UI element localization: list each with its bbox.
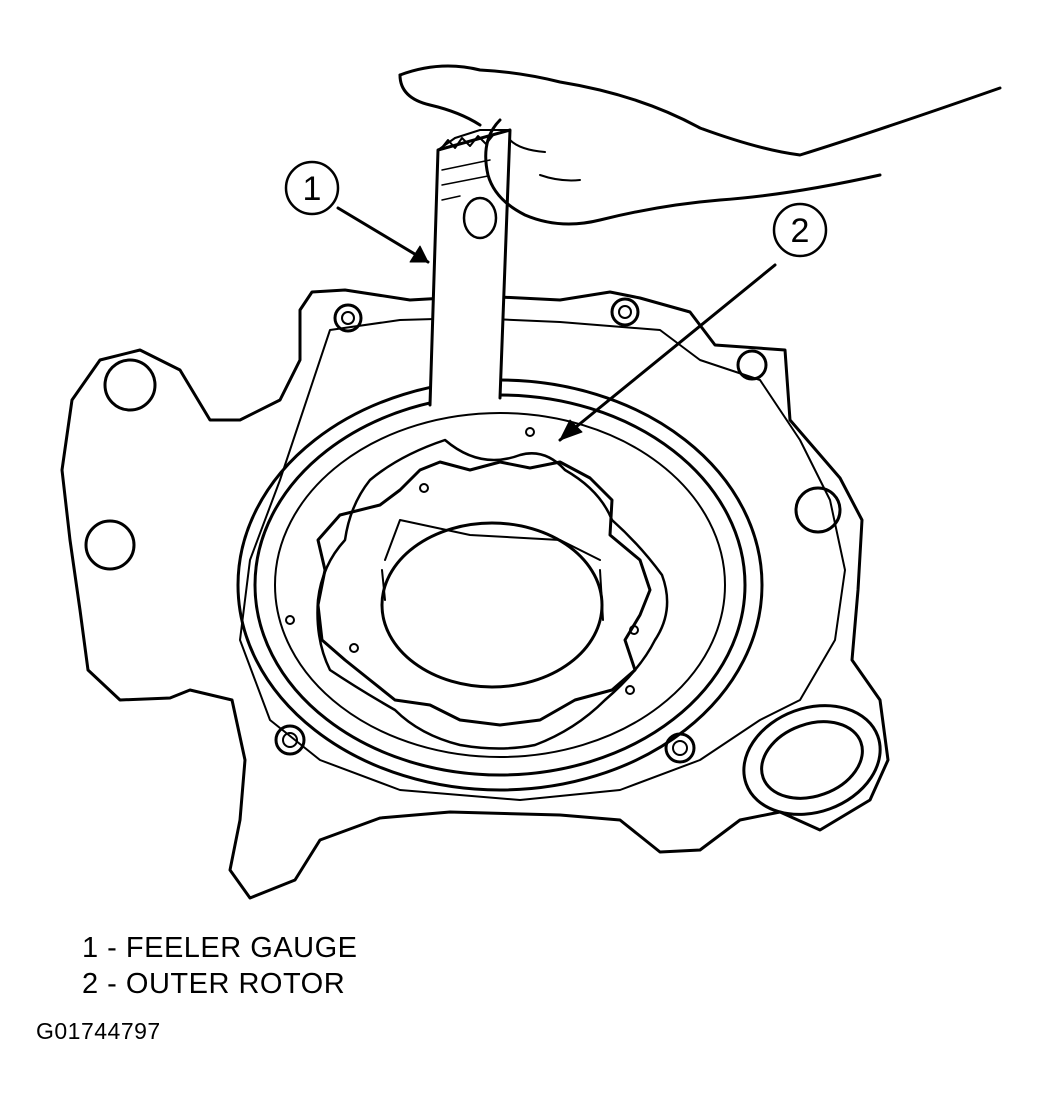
- callout-2-circle: [772, 202, 828, 258]
- housing-inner-rim: [239, 317, 846, 801]
- bolt-hole-top-right: [610, 297, 640, 327]
- outer-rotor: [316, 438, 669, 750]
- rotor-center-bore: [380, 521, 604, 689]
- callout-1-circle: [284, 160, 340, 216]
- outlet-tube: [742, 704, 882, 816]
- seal-ring-outer: [236, 378, 764, 792]
- bolt-hole-top-left: [333, 303, 363, 333]
- callout-1-number: 1: [303, 170, 322, 208]
- rotor-bore: [274, 412, 726, 758]
- callout-1-leader: [336, 206, 430, 264]
- hand: [398, 64, 1002, 157]
- bolt-hole-left-bottom: [84, 519, 136, 571]
- feeler-gauge: [428, 128, 512, 407]
- legend-item-outer-rotor: 2 - OUTER ROTOR: [82, 968, 346, 1000]
- callout-2-leader: [558, 263, 777, 442]
- legend: 1 - FEELER GAUGE 2 - OUTER ROTOR: [82, 930, 358, 1002]
- legend-item-feeler-gauge: 1 - FEELER GAUGE: [82, 932, 358, 964]
- bolt-hole-left-top: [103, 358, 157, 412]
- seal-ring-inner: [253, 393, 747, 777]
- callout-2-number: 2: [791, 212, 810, 250]
- bolt-hole-right-top: [736, 349, 768, 381]
- oil-pump-illustration: 1 2: [60, 64, 1002, 900]
- bolt-hole-right-mid: [794, 486, 842, 534]
- inner-rotor: [316, 460, 652, 727]
- bolt-hole-bottom-right: [664, 732, 696, 764]
- bolt-hole-bottom-left: [274, 724, 306, 756]
- pump-housing: [60, 288, 890, 900]
- figure-id: G01744797: [36, 1018, 161, 1044]
